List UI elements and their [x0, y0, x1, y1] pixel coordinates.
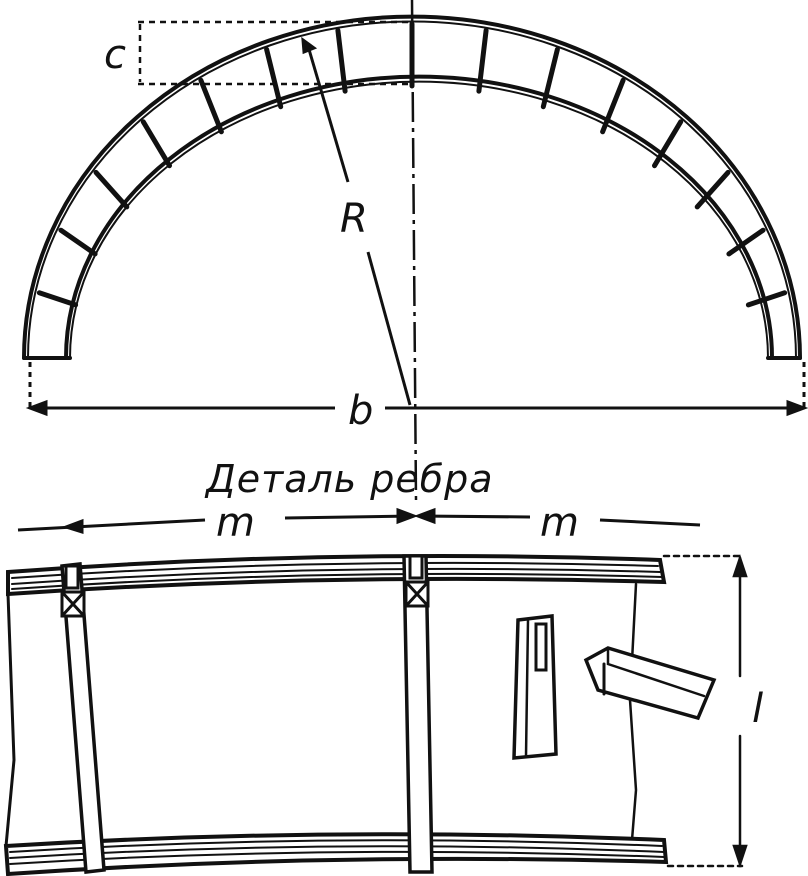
arch-block-joint — [600, 77, 626, 135]
arch-block-joint — [198, 77, 224, 135]
spacing-line-left-b — [284, 514, 415, 520]
detail-title: Деталь ребра — [204, 457, 494, 501]
height-label: l — [752, 686, 763, 732]
horizontal-wedge-top — [606, 646, 706, 698]
spacing-label-right: m — [540, 500, 579, 546]
vertical-wedge-slot — [534, 622, 548, 672]
left-post-cross-b — [60, 590, 86, 618]
middle-post-top-slot — [408, 554, 424, 580]
rib-right-edge — [628, 582, 638, 842]
arch-block-joint — [652, 119, 684, 169]
span-arrow-left — [25, 399, 48, 417]
arch-block-joint — [140, 119, 172, 169]
arch-block-joint — [58, 227, 98, 257]
rib-detail — [3, 554, 748, 876]
spacing-dimension — [17, 507, 701, 535]
arch-block-joint — [745, 290, 788, 308]
spacing-arrow-mid-right — [413, 507, 436, 525]
arch-block-joint — [36, 290, 79, 308]
height-arrow-bottom — [732, 844, 748, 868]
spacing-arrow-mid-left — [396, 507, 419, 525]
spacing-line-right-b — [599, 518, 701, 527]
horizontal-wedge — [583, 646, 717, 721]
height-arrow-top — [732, 554, 748, 578]
rib-top-plank-grain-3 — [11, 572, 663, 590]
rib-left-edge — [4, 592, 16, 848]
spacing-label-left: m — [216, 500, 255, 546]
arch-center-line — [410, 0, 418, 501]
rise-label: c — [104, 32, 126, 78]
spacing-line-right-a — [417, 514, 531, 519]
span-arrow-right — [786, 399, 808, 417]
arch-block-joint — [726, 227, 766, 257]
arch-block-joint — [540, 46, 560, 110]
middle-post-cross-b — [404, 580, 430, 608]
vertical-wedge-edge — [524, 618, 530, 758]
span-dimension — [25, 362, 808, 417]
rib-top-plank-grain-2 — [11, 567, 661, 585]
spacing-arrow-left — [61, 518, 84, 535]
arch-block-joint — [476, 27, 489, 94]
span-label: b — [348, 388, 373, 434]
arch-block-joint — [335, 27, 348, 94]
radius-label: R — [340, 196, 368, 242]
arch-inner-curve — [64, 74, 774, 360]
arch-block-joint — [694, 169, 731, 210]
arch-inner-curve-2 — [69, 80, 769, 359]
arch-block-joint — [264, 46, 284, 110]
left-post-top-slot — [64, 564, 80, 590]
arch-block-joint — [93, 169, 130, 210]
radius-line — [301, 36, 412, 406]
spacing-line-left-a — [17, 518, 206, 532]
rise-dimension — [138, 20, 410, 86]
height-dimension — [662, 554, 748, 868]
rib-top-plank-grain-1 — [11, 561, 659, 579]
